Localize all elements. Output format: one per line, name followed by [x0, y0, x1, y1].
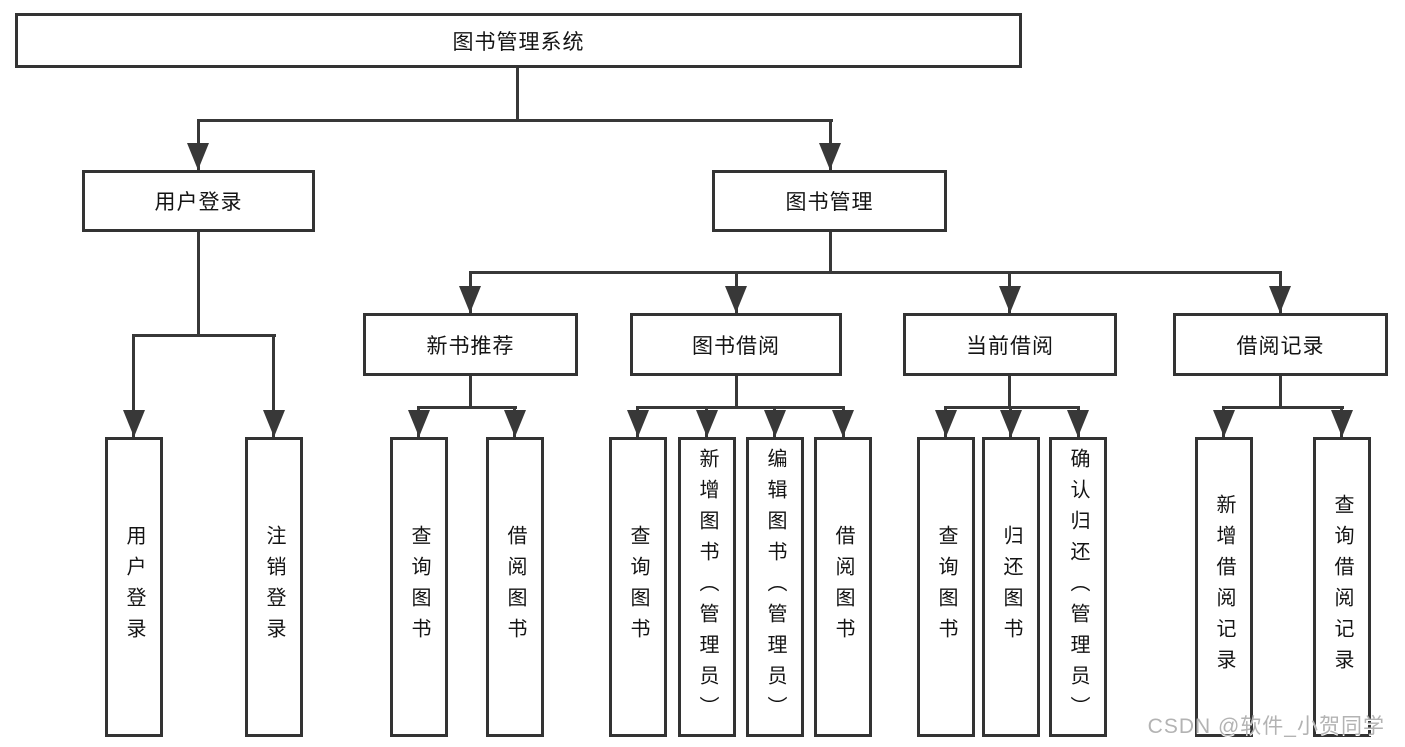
- node-leaf-query-borrow-record: 查询借阅记录: [1313, 437, 1371, 737]
- arrowhead: [1331, 410, 1353, 437]
- arrowhead: [459, 286, 481, 313]
- node-label: 借阅记录: [1236, 334, 1325, 358]
- node-new-book-recommendation: 新书推荐: [363, 313, 578, 376]
- node-user-login: 用户登录: [82, 170, 315, 232]
- node-label: 图书借阅: [692, 334, 780, 358]
- node-borrowing-records: 借阅记录: [1173, 313, 1388, 376]
- arrowhead: [725, 286, 747, 313]
- node-label: 新增图书（管理员）: [696, 447, 718, 727]
- arrowhead: [832, 410, 854, 437]
- node-leaf-add-borrow-record: 新增借阅记录: [1195, 437, 1253, 737]
- node-leaf-confirm-return-admin: 确认归还（管理员）: [1049, 437, 1107, 737]
- node-label: 查询图书: [935, 525, 957, 649]
- connector-line: [636, 406, 845, 409]
- node-leaf-query-books-borrow: 查询图书: [609, 437, 667, 737]
- node-book-management: 图书管理: [712, 170, 947, 232]
- connector-line: [944, 406, 1080, 409]
- arrowhead: [187, 143, 209, 170]
- connector-line: [197, 232, 200, 337]
- node-label: 用户登录: [154, 191, 243, 214]
- node-leaf-query-books-current: 查询图书: [917, 437, 975, 737]
- node-leaf-borrow-books-recommend: 借阅图书: [486, 437, 544, 737]
- node-label: 归还图书: [1000, 525, 1022, 649]
- connector-line: [132, 334, 276, 337]
- connector-line: [1222, 406, 1344, 409]
- node-label: 图书管理: [785, 191, 874, 214]
- arrowhead: [1213, 410, 1235, 437]
- arrowhead: [123, 410, 145, 437]
- node-leaf-logout: 注销登录: [245, 437, 303, 737]
- connector-line: [132, 334, 135, 437]
- arrowhead: [504, 410, 526, 437]
- node-leaf-user-login: 用户登录: [105, 437, 163, 737]
- node-book-borrowing: 图书借阅: [630, 313, 842, 376]
- arrowhead: [764, 410, 786, 437]
- node-label: 借阅图书: [504, 525, 526, 649]
- node-label: 用户登录: [123, 525, 145, 649]
- arrowhead: [1000, 410, 1022, 437]
- connector-line: [469, 271, 1282, 274]
- connector-line: [1008, 376, 1011, 409]
- node-label: 借阅图书: [832, 525, 854, 649]
- connector-line: [1279, 376, 1282, 409]
- node-current-borrowing: 当前借阅: [903, 313, 1117, 376]
- connector-line: [735, 376, 738, 409]
- node-leaf-add-books-admin: 新增图书（管理员）: [678, 437, 736, 737]
- node-leaf-edit-books-admin: 编辑图书（管理员）: [746, 437, 804, 737]
- connector-line: [469, 376, 472, 409]
- connector-line: [516, 68, 519, 122]
- node-leaf-return-books: 归还图书: [982, 437, 1040, 737]
- node-leaf-query-books-recommend: 查询图书: [390, 437, 448, 737]
- arrowhead: [819, 143, 841, 170]
- arrowhead: [935, 410, 957, 437]
- arrowhead: [1067, 410, 1089, 437]
- connector-line: [829, 232, 832, 274]
- csdn-watermark: CSDN @软件_小贺同学: [1147, 715, 1385, 738]
- arrowhead: [263, 410, 285, 437]
- connector-line: [197, 119, 833, 122]
- arrowhead: [1269, 286, 1291, 313]
- connector-line: [417, 406, 517, 409]
- arrowhead: [999, 286, 1021, 313]
- node-label: 编辑图书（管理员）: [764, 447, 786, 727]
- node-label: 查询借阅记录: [1331, 494, 1353, 680]
- node-label: 确认归还（管理员）: [1067, 447, 1089, 727]
- node-library-management-system: 图书管理系统: [15, 13, 1022, 68]
- arrowhead: [696, 410, 718, 437]
- node-label: 新书推荐: [426, 334, 515, 358]
- node-label: 图书管理系统: [452, 30, 585, 54]
- connector-line: [272, 334, 275, 437]
- node-label: 查询图书: [627, 525, 649, 649]
- arrowhead: [627, 410, 649, 437]
- node-label: 查询图书: [408, 525, 430, 649]
- node-label: 新增借阅记录: [1213, 494, 1235, 680]
- node-label: 当前借阅: [966, 334, 1054, 358]
- node-leaf-borrow-books-borrow: 借阅图书: [814, 437, 872, 737]
- arrowhead: [408, 410, 430, 437]
- node-label: 注销登录: [263, 525, 285, 649]
